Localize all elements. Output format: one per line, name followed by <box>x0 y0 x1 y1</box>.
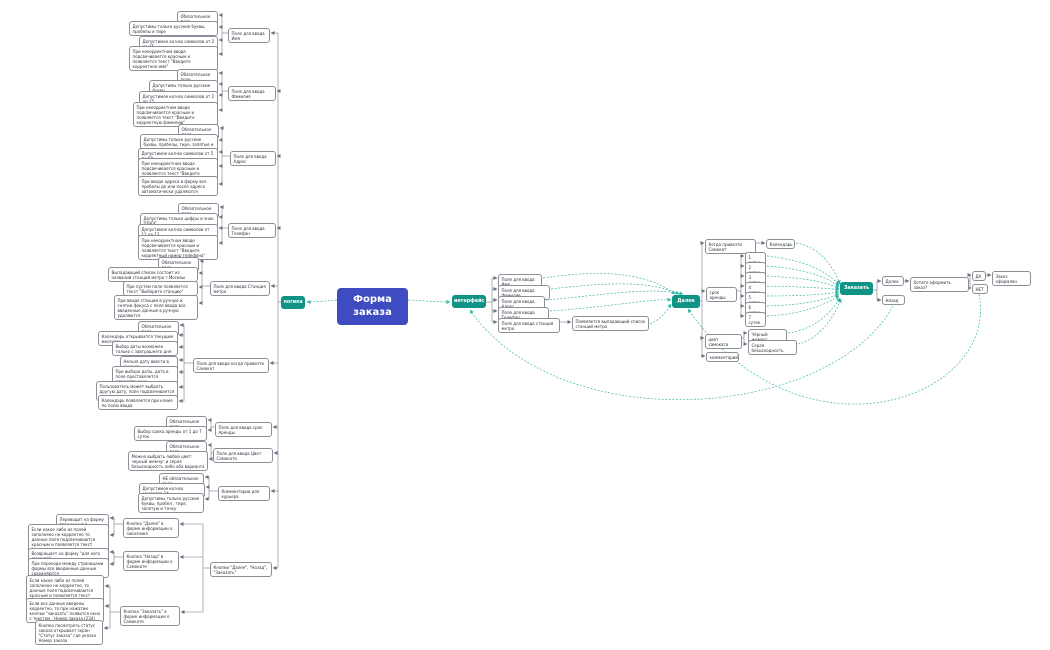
connector-line <box>469 305 894 400</box>
field-kommentarii[interactable]: Комментарии для курьера <box>218 486 270 501</box>
cvet-seryi[interactable]: Серая безысходность <box>748 340 797 355</box>
connector-line <box>766 285 840 292</box>
hub-logika[interactable]: логика <box>281 296 305 309</box>
connector-line <box>766 293 840 307</box>
knopka-dalee[interactable]: Кнопка "Далее" в форме информации о зака… <box>123 518 179 538</box>
q-oformit[interactable]: Хотите оформить заказ? <box>910 277 969 292</box>
connector-line <box>795 242 841 285</box>
q-kalendar[interactable]: Календарь <box>766 239 795 249</box>
hub-interfeys[interactable]: интерфейс <box>452 295 486 308</box>
connector-line <box>407 299 451 304</box>
zakazat-rule-3[interactable]: Кнопка посмотреть статус заказа открывае… <box>35 620 103 645</box>
connector-line <box>545 290 684 301</box>
field-adres[interactable]: Поле для ввода Адрес <box>230 151 276 166</box>
connector-line <box>649 303 672 325</box>
connector-line <box>550 283 680 295</box>
field-kogda-privezti[interactable]: Поле для ввода когда привезти Самокат <box>193 358 269 373</box>
q-kommentariy[interactable]: комментарий <box>706 352 739 362</box>
connector-line <box>766 275 840 290</box>
connector-line <box>766 295 840 317</box>
familiya-rule-4[interactable]: При некорректном вводе подсвечивается кр… <box>133 102 218 127</box>
cvet-rule-2[interactable]: Можно выбрать любой цвет: черный жемчуг … <box>128 451 208 471</box>
answer-da[interactable]: ДА <box>972 271 986 281</box>
connector-line <box>797 298 842 345</box>
connector-line <box>766 290 840 297</box>
metro-rule-4[interactable]: При вводе станции в ручную и снятии фоку… <box>114 295 198 320</box>
srok-7[interactable]: 7 суток <box>745 312 766 327</box>
answer-net[interactable]: НЕТ <box>972 284 988 294</box>
q-srok-arendy[interactable]: срок аренды <box>706 287 737 302</box>
komment-rule-3[interactable]: Допустимы только русские буквы, пробел ,… <box>138 493 204 513</box>
field-stanciya-metro[interactable]: Поле для ввода Станция метро <box>210 281 270 296</box>
srok-rule-2[interactable]: Выбор срока аренды от 1 до 7 суток <box>134 426 207 441</box>
kalendar-rule-3[interactable]: Выбор даты возможен только с завтрашнего… <box>112 341 178 356</box>
ui-metro-note[interactable]: Появляется выпадающий список станций мет… <box>572 316 649 331</box>
edges-group <box>103 13 992 630</box>
root-form-zakaza[interactable]: Форма заказа <box>337 288 408 325</box>
btn-dalee[interactable]: Далее <box>882 276 904 286</box>
connector-line <box>549 297 672 312</box>
section-knopki[interactable]: Кнопки "Далее", "Назад", "Заказать" <box>210 562 272 577</box>
imya-rule-2[interactable]: Допустимы только русские буквы, пробелы … <box>129 21 218 36</box>
hub-dalee[interactable]: Далее <box>672 295 700 308</box>
btn-nazad[interactable]: Назад <box>882 295 905 305</box>
connector-line <box>787 297 841 334</box>
q-kogda-privezti[interactable]: Когда привезти Самокат <box>705 239 756 254</box>
adres-rule-5[interactable]: При вводе адреса в форму все пробелы до … <box>138 176 218 196</box>
q-cvet-samokata[interactable]: цвет самоката <box>705 334 742 349</box>
metro-rule-3[interactable]: При пустом поле появляется текст "Выбери… <box>123 281 198 296</box>
ui-field-metro[interactable]: Поле для ввода станция метро <box>498 318 560 333</box>
zakaz-oformlen[interactable]: Заказ оформлен <box>992 271 1031 286</box>
field-imya[interactable]: Поле для ввода Имя <box>228 28 270 43</box>
field-srok-arendy[interactable]: Поле для ввода срок Аренды <box>215 422 272 437</box>
field-cvet-samokata[interactable]: Поле для ввода Цвет Самоката <box>213 448 273 463</box>
metro-rule-2[interactable]: Выпадающий список состоит из названий ст… <box>108 267 198 282</box>
connector-line <box>766 255 840 286</box>
zakazat-rule-2[interactable]: Если все данные введены корректно, то пр… <box>26 598 104 623</box>
knopka-nazad[interactable]: Кнопка "Назад" в форме информации о Само… <box>123 551 179 571</box>
imya-rule-4[interactable]: При некорректном вводе подсвечивается кр… <box>129 46 218 71</box>
field-telefon[interactable]: Поле для ввода Телефон <box>228 223 276 238</box>
knopka-zakazat[interactable]: Кнопка "Заказать" в форме информации о С… <box>120 606 180 626</box>
hub-zakazat[interactable]: Заказать <box>840 282 873 295</box>
field-familiya[interactable]: Поле для ввода Фамилия <box>228 86 276 101</box>
kalendar-rule-7[interactable]: Календарь появляется при клике по полю в… <box>98 395 178 410</box>
